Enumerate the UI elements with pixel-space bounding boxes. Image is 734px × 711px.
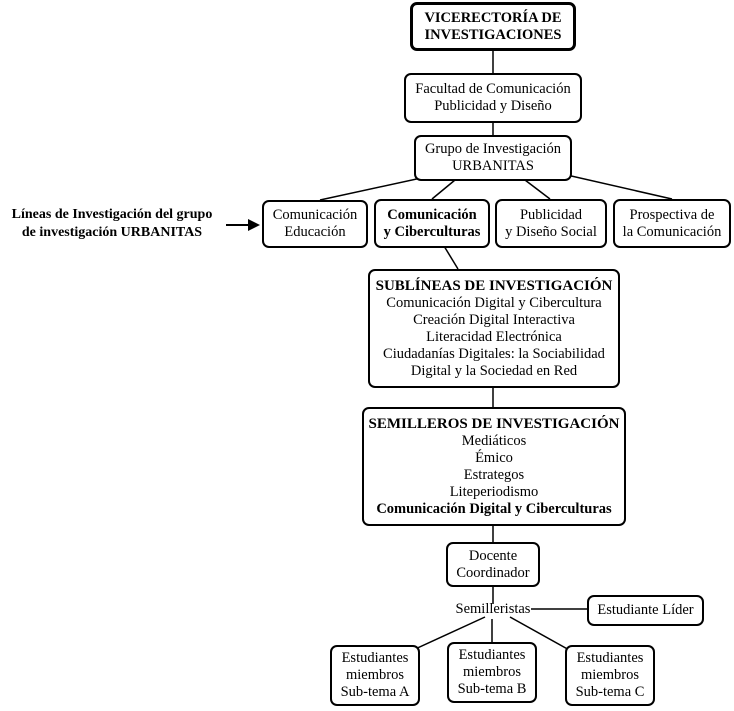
estudiantes-c-line3: Sub-tema C: [575, 684, 645, 700]
estudiantes-b-line1: Estudiantes: [458, 647, 526, 663]
linea-4-line2: la Comunicación: [622, 223, 722, 240]
connector-grupo-linea-3: [524, 179, 551, 200]
semillero-item-2: Émico: [475, 449, 513, 466]
sublinea-item-5: Digital y la Sociedad en Red: [410, 362, 578, 379]
semilleros-box: SEMILLEROS DE INVESTIGACIÓN Mediáticos É…: [362, 407, 626, 526]
arrow-head-icon: [248, 219, 260, 231]
linea-3-line2: y Diseño Social: [505, 223, 597, 240]
sublineas-box: SUBLÍNEAS DE INVESTIGACIÓN Comunicación …: [368, 269, 620, 388]
estudiantes-box-c: Estudiantes miembros Sub-tema C: [565, 645, 655, 706]
linea-1-line1: Comunicación: [272, 207, 358, 223]
semillero-item-3: Estrategos: [463, 466, 525, 483]
sublinea-item-3: Literacidad Electrónica: [426, 328, 562, 345]
grupo-line1: Grupo de Investigación: [424, 141, 562, 157]
facultad-box: Facultad de Comunicación Publicidad y Di…: [404, 73, 582, 123]
linea-box-2: Comunicación y Ciberculturas: [374, 199, 490, 248]
lineas-label: Líneas de Investigación del grupo de inv…: [2, 206, 222, 242]
sublinea-item-4: Ciudadanías Digitales: la Sociabilidad: [383, 345, 605, 362]
semillero-item-4: Liteperiodismo: [449, 483, 539, 500]
connector-grupo-linea-2: [431, 179, 456, 200]
estudiantes-box-b: Estudiantes miembros Sub-tema B: [447, 642, 537, 703]
linea-1-line2: Educación: [284, 224, 346, 240]
connector-linea-sublineas: [443, 245, 459, 270]
grupo-line2: URBANITAS: [452, 158, 534, 174]
estudiantes-a-line2: miembros: [346, 667, 404, 683]
docente-line2: Coordinador: [456, 564, 530, 581]
facultad-line2: Publicidad y Diseño: [434, 98, 552, 114]
docente-line1: Docente: [468, 547, 518, 564]
linea-3-line1: Publicidad: [519, 206, 583, 223]
estudiantes-a-line1: Estudiantes: [341, 650, 409, 666]
vicerrectoria-line1: VICERECTORÍA DE: [424, 9, 562, 26]
linea-2-line2: y Ciberculturas: [383, 223, 481, 240]
estudiante-lider-text: Estudiante Líder: [597, 602, 694, 618]
lineas-label-line1: Líneas de Investigación del grupo: [11, 207, 213, 222]
linea-box-3: Publicidad y Diseño Social: [495, 199, 607, 248]
semilleros-title: SEMILLEROS DE INVESTIGACIÓN: [368, 415, 620, 432]
facultad-line1: Facultad de Comunicación: [415, 81, 571, 97]
estudiante-lider-box: Estudiante Líder: [587, 595, 704, 626]
semilleristas-label: Semilleristas: [455, 601, 531, 617]
lineas-label-line2: de investigación URBANITAS: [21, 225, 203, 240]
semillero-item-1: Mediáticos: [461, 432, 527, 449]
estudiantes-c-line2: miembros: [581, 667, 639, 683]
estudiantes-c-line1: Estudiantes: [576, 650, 644, 666]
vicerrectoria-box: VICERECTORÍA DE INVESTIGACIONES: [410, 2, 576, 51]
linea-2-line1: Comunicación: [387, 206, 477, 223]
estudiantes-box-a: Estudiantes miembros Sub-tema A: [330, 645, 420, 706]
estudiantes-b-line3: Sub-tema B: [457, 681, 527, 697]
sublinea-item-1: Comunicación Digital y Cibercultura: [386, 294, 602, 311]
vicerrectoria-line2: INVESTIGACIONES: [424, 26, 562, 43]
sublinea-item-2: Creación Digital Interactiva: [413, 311, 575, 328]
estudiantes-b-line2: miembros: [463, 664, 521, 680]
linea-box-4: Prospectiva de la Comunicación: [613, 199, 731, 248]
linea-4-line1: Prospectiva de: [629, 206, 715, 223]
semillero-item-last: Comunicación Digital y Ciberculturas: [376, 500, 612, 517]
estudiantes-a-line3: Sub-tema A: [340, 684, 410, 700]
docente-box: Docente Coordinador: [446, 542, 540, 587]
sublineas-title: SUBLÍNEAS DE INVESTIGACIÓN: [375, 277, 613, 294]
linea-box-1: Comunicación Educación: [262, 200, 368, 248]
grupo-box: Grupo de Investigación URBANITAS: [414, 135, 572, 181]
